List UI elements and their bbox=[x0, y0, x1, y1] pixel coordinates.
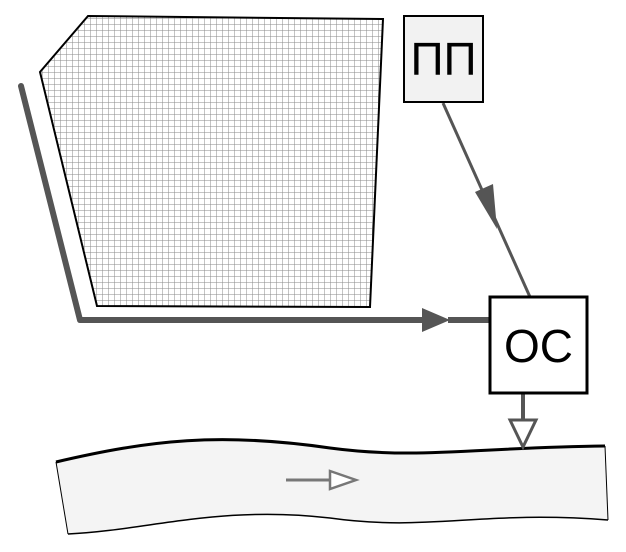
collector-line bbox=[18, 83, 433, 323]
pp-node: ПП bbox=[403, 15, 484, 103]
os-to-river-arrowhead bbox=[507, 418, 539, 451]
river-bank-top bbox=[55, 438, 606, 464]
os-box bbox=[488, 295, 589, 395]
river-left-edge bbox=[55, 461, 69, 535]
river-right-edge bbox=[604, 445, 609, 521]
pp-label: ПП bbox=[410, 33, 476, 85]
collector-arrowhead bbox=[422, 308, 450, 332]
river-bank-bottom bbox=[67, 513, 609, 535]
arrow-right-icon bbox=[286, 469, 360, 491]
pp-box bbox=[403, 15, 484, 103]
os-label: ОС bbox=[504, 320, 573, 372]
hatched-area bbox=[38, 14, 385, 309]
pp-to-os-arrowhead bbox=[475, 184, 497, 229]
os-node: ОС bbox=[488, 295, 589, 395]
